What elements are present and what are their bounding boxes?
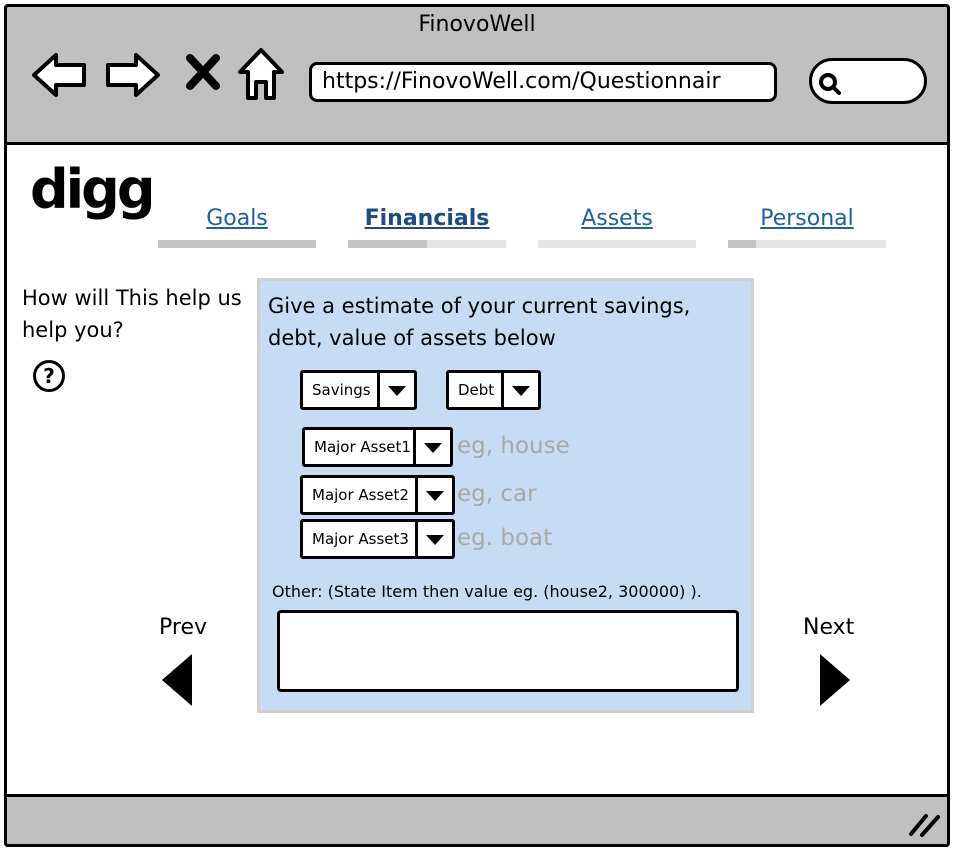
window-title: FinovoWell	[418, 12, 536, 37]
status-bar	[4, 794, 950, 847]
help-question-text: How will This help us help you?	[22, 286, 242, 342]
major-asset2-label: Major Asset2	[312, 486, 409, 504]
home-icon[interactable]	[236, 46, 286, 102]
help-icon[interactable]: ?	[33, 360, 65, 392]
prev-arrow-icon[interactable]	[160, 652, 194, 712]
panel-heading: Give a estimate of your current savings,…	[268, 294, 691, 350]
chevron-down-icon	[501, 373, 538, 407]
resize-grip-icon[interactable]	[908, 812, 942, 842]
close-x-icon[interactable]	[186, 54, 220, 90]
major-asset1-dropdown[interactable]: Major Asset1	[302, 427, 453, 467]
major-asset3-label: Major Asset3	[312, 530, 409, 548]
next-label: Next	[803, 615, 855, 640]
chevron-down-icon	[415, 478, 452, 512]
chevron-down-icon	[377, 373, 414, 407]
tab-personal[interactable]: Personal	[760, 206, 854, 231]
major-asset3-dropdown[interactable]: Major Asset3	[300, 519, 455, 559]
tab-goals[interactable]: Goals	[206, 206, 268, 231]
debt-dropdown-label: Debt	[458, 381, 495, 399]
major-asset1-label: Major Asset1	[314, 438, 411, 456]
tab-progress-assets	[538, 240, 696, 248]
tab-progress-personal	[728, 240, 886, 248]
back-arrow-icon[interactable]	[30, 50, 88, 100]
forward-arrow-icon[interactable]	[104, 50, 162, 100]
chevron-down-icon	[415, 522, 452, 556]
major-asset3-hint: eg. boat	[457, 525, 553, 551]
other-assets-label: Other: (State Item then value eg. (house…	[272, 582, 702, 601]
prev-label: Prev	[159, 615, 207, 640]
url-bar[interactable]: https://FinovoWell.com/Questionnair	[309, 62, 777, 102]
other-assets-input[interactable]	[277, 610, 739, 692]
site-logo: digg	[30, 158, 155, 221]
tab-progress-goals	[158, 240, 316, 248]
browser-search-box[interactable]	[809, 58, 927, 104]
major-asset2-hint: eg, car	[457, 481, 537, 507]
tab-financials[interactable]: Financials	[364, 206, 490, 231]
search-icon	[819, 73, 841, 95]
savings-dropdown[interactable]: Savings	[300, 370, 417, 410]
chevron-down-icon	[413, 430, 450, 464]
major-asset2-dropdown[interactable]: Major Asset2	[300, 475, 455, 515]
savings-dropdown-label: Savings	[312, 381, 371, 399]
next-arrow-icon[interactable]	[818, 652, 852, 712]
debt-dropdown[interactable]: Debt	[446, 370, 541, 410]
tab-assets[interactable]: Assets	[581, 206, 653, 231]
major-asset1-hint: eg, house	[457, 433, 570, 459]
tab-progress-financials	[348, 240, 506, 248]
